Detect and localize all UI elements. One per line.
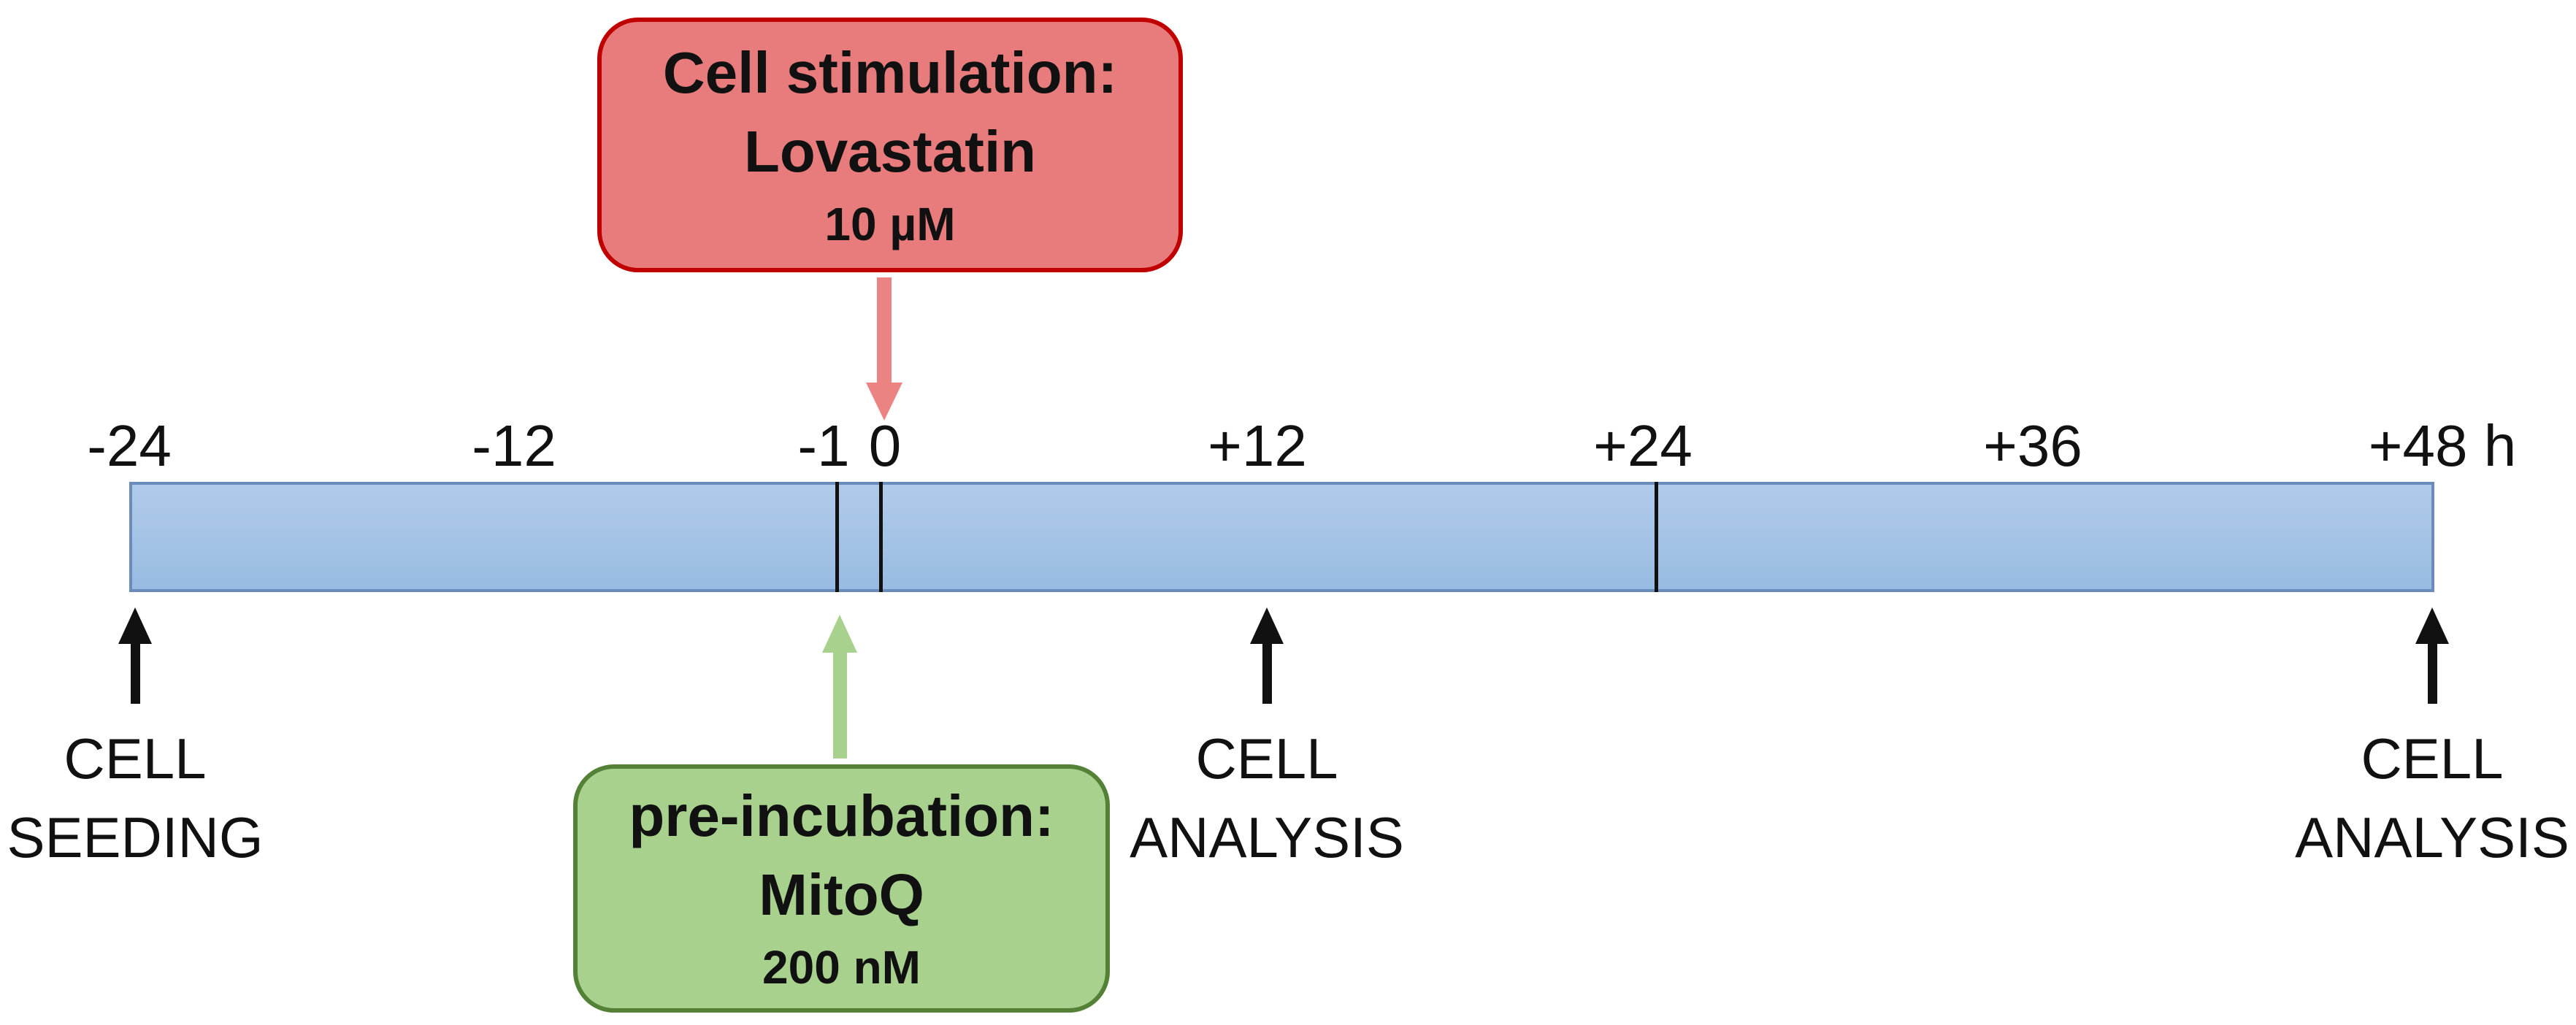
hour-label-plus24: +24 — [1593, 413, 1693, 478]
stimulation-agent: Lovastatin — [743, 118, 1037, 184]
event-line: ANALYSIS — [2295, 805, 2569, 869]
arrow-shaft — [2427, 644, 2437, 704]
event-line: CELL — [2361, 726, 2504, 791]
event-line: CELL — [1195, 726, 1338, 791]
up-arrow-icon — [1250, 607, 1284, 704]
stimulation-box: Cell stimulation: Lovastatin 10 µM — [597, 18, 1183, 272]
arrow-head — [1250, 607, 1284, 644]
preincubation-agent: MitoQ — [759, 862, 924, 927]
preincubation-box: pre-incubation: MitoQ 200 nM — [573, 764, 1110, 1013]
event-cell-analysis-12h: CELL ANALYSIS — [1130, 719, 1404, 877]
arrow-shaft — [832, 653, 847, 759]
preincubation-dose: 200 nM — [762, 941, 921, 994]
arrow-shaft — [877, 277, 892, 383]
preincubation-title: pre-incubation: — [629, 783, 1054, 848]
event-line: SEEDING — [7, 805, 264, 869]
arrow-head — [118, 607, 152, 644]
event-line: CELL — [64, 726, 207, 791]
arrow-shaft — [1262, 644, 1272, 704]
hour-label-zero: 0 — [868, 413, 902, 478]
up-arrow-icon — [2415, 607, 2449, 704]
event-line: ANALYSIS — [1130, 805, 1404, 869]
tick-mark-plus24 — [1655, 482, 1658, 592]
arrow-head — [866, 383, 902, 421]
up-arrow-icon — [822, 615, 857, 759]
stimulation-dose: 10 µM — [824, 197, 956, 250]
hour-label-plus48h: +48 h — [2368, 413, 2517, 478]
arrow-shaft — [130, 644, 140, 704]
arrow-head — [2415, 607, 2449, 644]
timeline-bar — [129, 482, 2434, 592]
arrow-head — [822, 615, 857, 653]
up-arrow-icon — [118, 607, 152, 704]
down-arrow-icon — [866, 277, 902, 421]
hour-label-minus1: -1 — [797, 413, 850, 478]
hour-label-plus12: +12 — [1208, 413, 1307, 478]
hour-label-minus24: -24 — [87, 413, 172, 478]
event-cell-seeding: CELL SEEDING — [7, 719, 263, 877]
tick-mark-zero — [879, 482, 883, 592]
event-cell-analysis-48h: CELL ANALYSIS — [2295, 719, 2569, 877]
tick-mark-minus1 — [835, 482, 839, 592]
hour-label-plus36: +36 — [1983, 413, 2082, 478]
stimulation-title: Cell stimulation: — [662, 39, 1118, 105]
hour-label-minus12: -12 — [472, 413, 556, 478]
